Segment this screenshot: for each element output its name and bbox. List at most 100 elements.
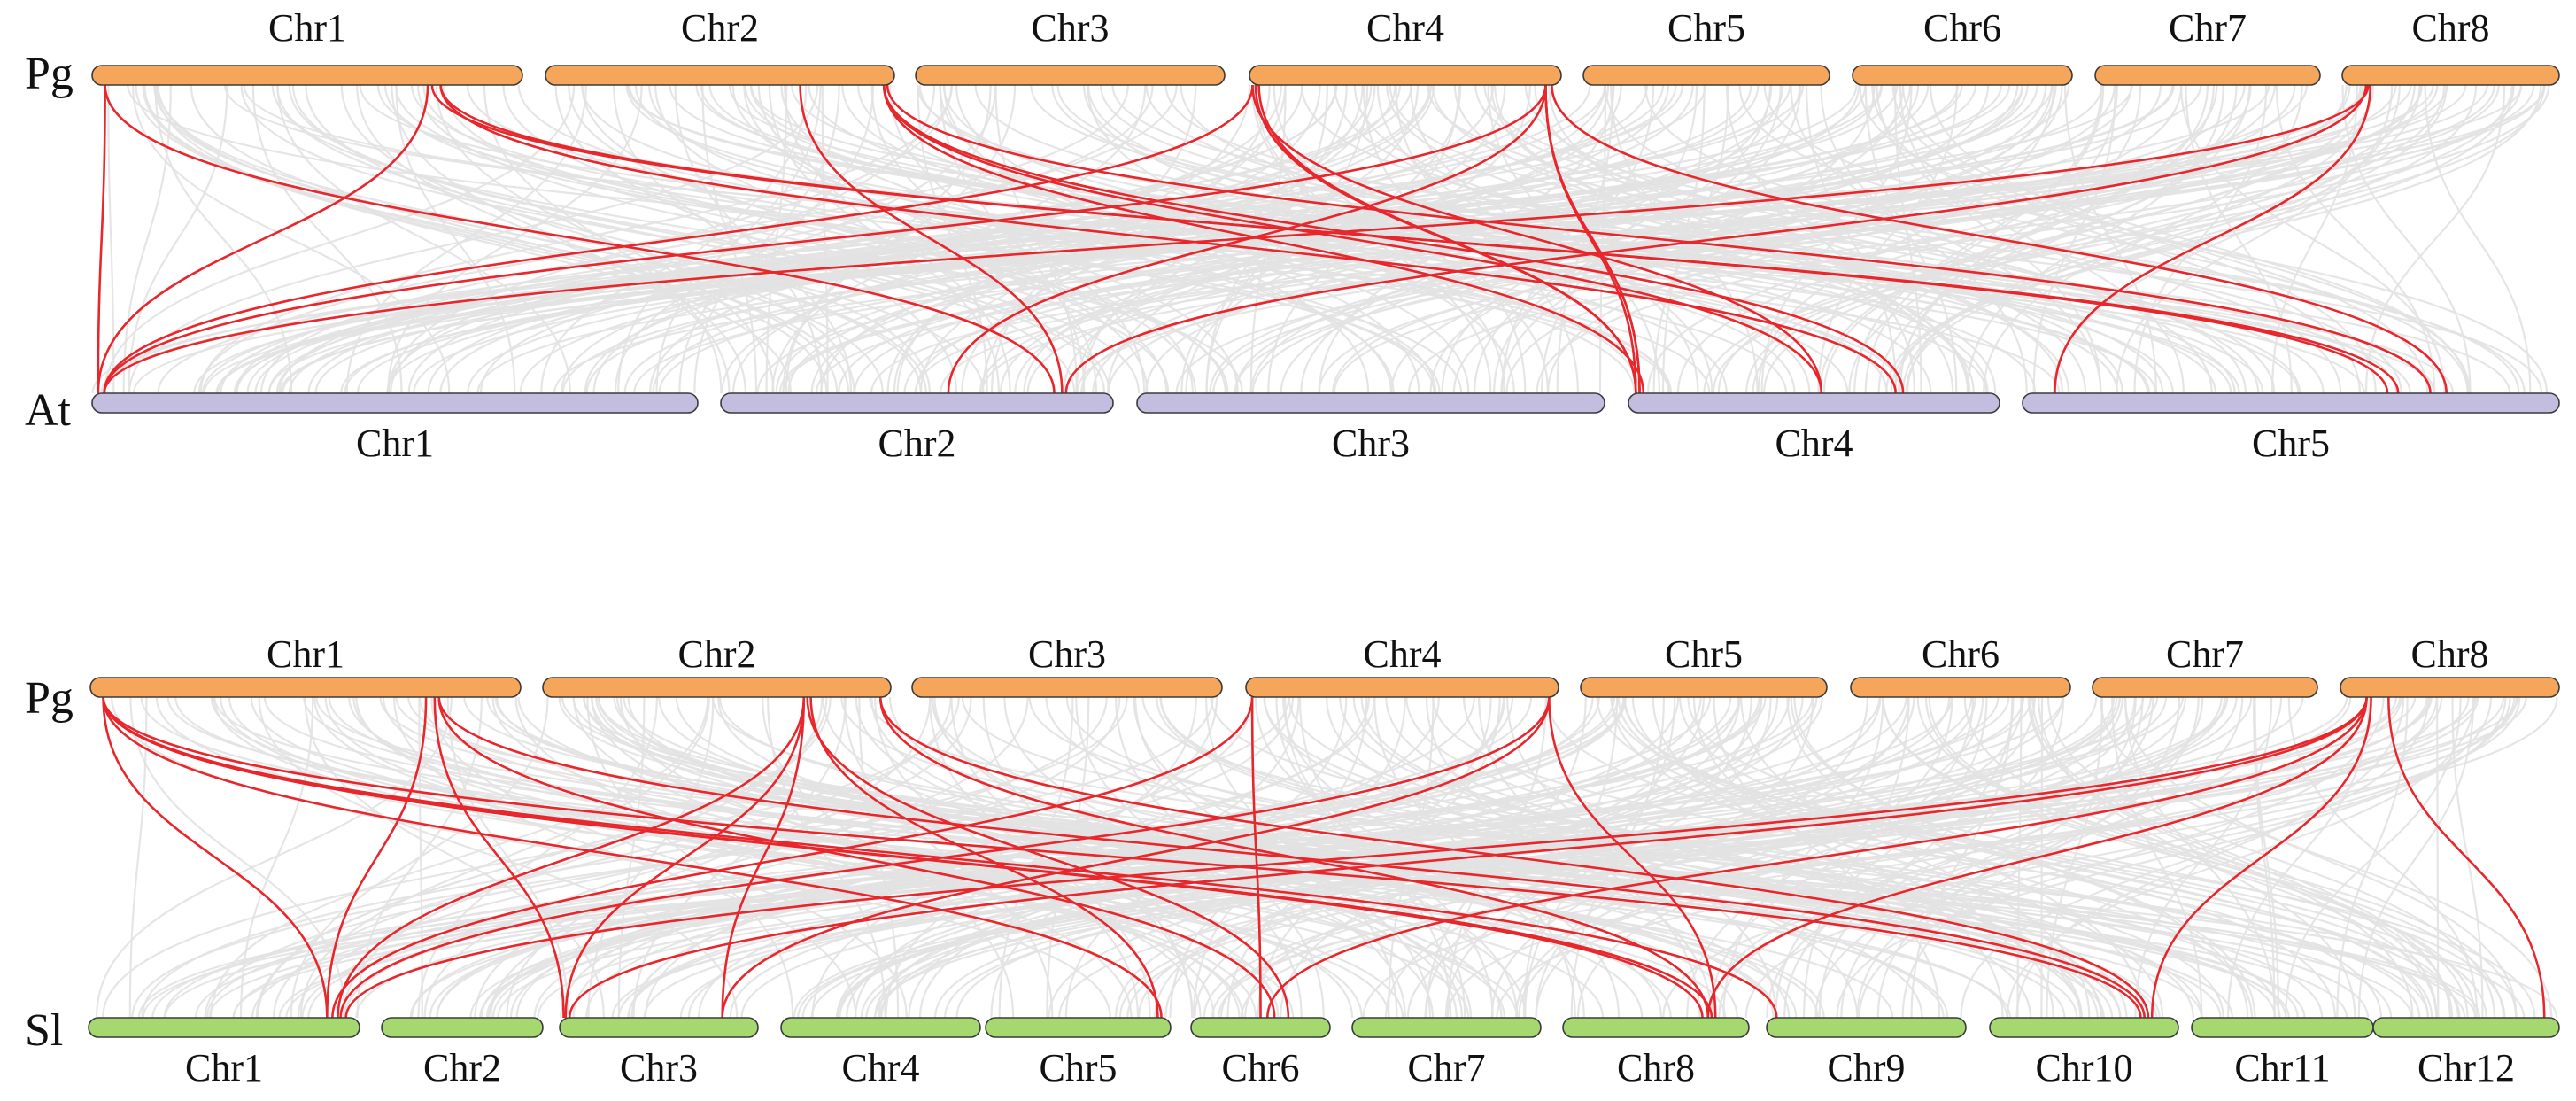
- background-link: [1877, 84, 2238, 394]
- chromosome-bar-pg-chr6: [1852, 65, 2073, 86]
- chromosome-label-sl-chr1: Chr1: [185, 1046, 263, 1089]
- background-link: [592, 84, 1303, 394]
- chromosome-bar-pg-chr7: [2094, 65, 2321, 86]
- chromosome-label-pg-chr5: Chr5: [1667, 6, 1745, 50]
- highlight-link-pg-at-6: [799, 84, 1064, 394]
- background-link: [1576, 696, 2036, 1019]
- background-link: [835, 696, 2064, 1019]
- background-link: [655, 84, 822, 394]
- background-link: [1858, 696, 2385, 1019]
- chromosome-bar-pg-chr8: [2341, 65, 2560, 86]
- chromosome-bar-sl-chr7: [1351, 1017, 1542, 1038]
- background-link: [376, 84, 1670, 394]
- chromosome-label-pg-chr8: Chr8: [2412, 6, 2490, 50]
- chromosome-label-sl-chr11: Chr11: [2234, 1046, 2330, 1089]
- chromosome-bar-sl-chr3: [559, 1017, 759, 1038]
- background-link: [2364, 84, 2506, 394]
- background-link: [1505, 84, 2183, 394]
- background-link: [129, 696, 346, 1019]
- chromosome-bar-pg-chr8: [2340, 677, 2560, 698]
- chromosome-label-sl-chr10: Chr10: [2036, 1046, 2133, 1089]
- background-link: [135, 84, 884, 394]
- background-link: [648, 84, 1437, 394]
- chromosome-label-sl-chr7: Chr7: [1408, 1046, 1486, 1089]
- background-link: [1570, 696, 1665, 1019]
- background-link: [436, 696, 1600, 1019]
- background-link: [1175, 84, 2423, 394]
- background-link: [2336, 696, 2409, 1019]
- highlight-link-pg-sl-18: [1250, 696, 1262, 1019]
- background-link: [1056, 84, 2301, 394]
- background-link: [810, 696, 2505, 1019]
- background-link: [2424, 84, 2532, 394]
- background-link: [340, 84, 855, 394]
- background-link: [1836, 696, 2492, 1019]
- highlight-link-pg-sl-19: [339, 696, 1551, 1019]
- background-link: [1786, 696, 2145, 1019]
- highlight-link-pg-sl-16: [878, 696, 2150, 1019]
- background-link: [490, 696, 1121, 1019]
- background-link: [1254, 696, 1585, 1019]
- background-link: [721, 84, 1435, 394]
- chromosome-label-pg-chr6: Chr6: [1923, 6, 2001, 50]
- background-link: [1536, 84, 2348, 394]
- chromosome-bar-sl-chr11: [2191, 1017, 2374, 1038]
- background-link: [517, 84, 1673, 394]
- chromosome-bar-pg-chr2: [542, 677, 892, 698]
- background-link: [1490, 696, 1869, 1019]
- background-link: [1087, 84, 1515, 394]
- background-link: [1453, 84, 2064, 394]
- highlight-link-pg-at-19: [1551, 84, 2448, 394]
- background-link: [711, 696, 2277, 1019]
- chromosome-label-at-chr5: Chr5: [2252, 422, 2330, 465]
- background-link: [299, 696, 710, 1019]
- background-link: [595, 696, 1798, 1019]
- background-link: [2287, 696, 2479, 1019]
- background-link: [974, 84, 2174, 394]
- chromosome-label-pg-chr3: Chr3: [1032, 6, 1110, 50]
- chromosome-bar-at-chr1: [91, 392, 699, 414]
- background-link: [1966, 84, 2224, 394]
- background-link: [303, 696, 2203, 1019]
- chromosome-label-sl-chr8: Chr8: [1617, 1046, 1695, 1089]
- chromosome-label-at-chr1: Chr1: [356, 422, 434, 465]
- chromosome-label-sl-chr5: Chr5: [1040, 1046, 1118, 1089]
- background-link: [128, 696, 148, 1019]
- chromosome-bar-at-chr2: [720, 392, 1114, 414]
- highlight-link-pg-sl-8: [437, 696, 1276, 1019]
- background-link: [1362, 696, 2443, 1019]
- background-link: [2123, 696, 2518, 1019]
- background-link: [994, 84, 1078, 394]
- background-link: [743, 84, 1239, 394]
- background-link: [101, 84, 2011, 394]
- chromosome-bar-pg-chr1: [89, 677, 522, 698]
- chromosome-label-pg-chr4: Chr4: [1364, 632, 1442, 676]
- background-link: [1652, 84, 1729, 394]
- chromosome-bar-sl-chr4: [780, 1017, 981, 1038]
- background-link: [2341, 84, 2472, 394]
- background-link: [2180, 84, 2446, 394]
- chromosome-bar-at-chr5: [2022, 392, 2560, 414]
- highlight-link-pg-at-23: [882, 84, 1645, 394]
- background-link: [1137, 696, 1976, 1019]
- background-link: [220, 84, 1591, 394]
- background-link: [2032, 84, 2116, 394]
- background-link: [1803, 696, 1910, 1019]
- background-link: [122, 84, 172, 394]
- background-link: [869, 696, 2526, 1019]
- chromosome-bar-pg-chr7: [2092, 677, 2318, 698]
- background-link: [356, 84, 746, 394]
- background-link: [785, 84, 992, 394]
- background-link: [1983, 84, 2303, 394]
- background-link: [390, 84, 1154, 394]
- background-link: [687, 696, 1973, 1019]
- chromosome-bar-pg-chr3: [911, 677, 1223, 698]
- chromosome-label-at-chr4: Chr4: [1775, 422, 1853, 465]
- chromosome-label-at-chr2: Chr2: [878, 422, 956, 465]
- background-link: [1893, 84, 2448, 394]
- background-link: [257, 696, 828, 1019]
- highlight-link-pg-sl-23: [568, 696, 2368, 1019]
- background-link: [479, 696, 2145, 1019]
